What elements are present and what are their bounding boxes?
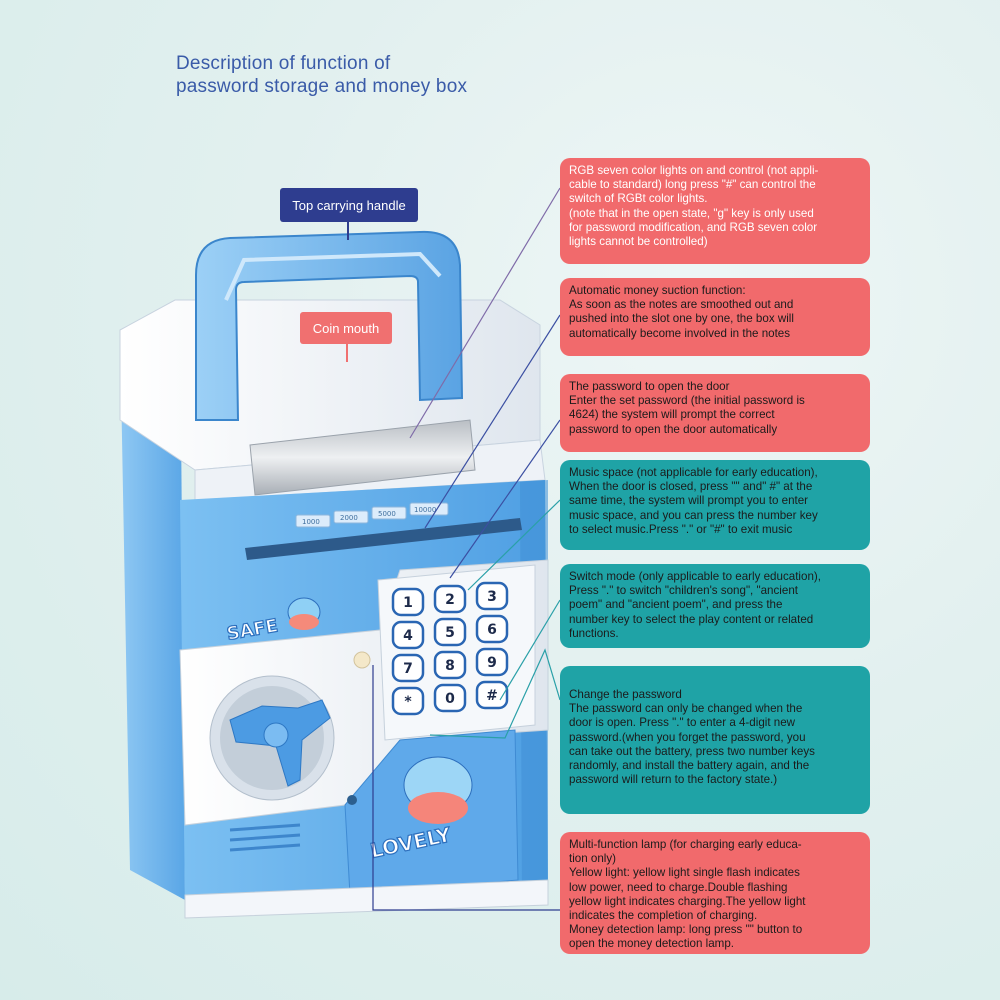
keypad: 1 2 3 4 5 6 7 8 9 * 0 # (391, 581, 509, 716)
denomination-10000: 10000 (414, 506, 436, 514)
keypad-key-label: 9 (487, 655, 497, 671)
keypad-key-label: 4 (403, 628, 413, 644)
callout-switch-mode: Switch mode (only applicable to early ed… (560, 564, 870, 648)
callout-music-space: Music space (not applicable for early ed… (560, 460, 870, 550)
keypad-key-2[interactable] (433, 584, 467, 614)
keypad-key-label: 2 (445, 592, 455, 608)
keypad-key-label: * (404, 694, 412, 710)
callout-money-suction: Automatic money suction function: As soo… (560, 278, 870, 356)
keypad-key-label: 1 (403, 595, 413, 611)
page-title: Description of function of password stor… (176, 52, 576, 98)
denomination-5000: 5000 (378, 510, 396, 518)
bill-slot (245, 518, 522, 560)
callout-open-door-password: The password to open the door Enter the … (560, 374, 870, 452)
status-lamp (353, 651, 371, 669)
keypad-key-label: 0 (445, 691, 455, 707)
keypad-key-label: 6 (487, 622, 497, 638)
keypad-key-8[interactable] (433, 650, 467, 680)
carrying-handle (195, 230, 464, 421)
callout-change-password: Change the password The password can onl… (560, 666, 870, 814)
keypad-key-label: 5 (445, 625, 455, 641)
denomination-2000: 2000 (340, 514, 358, 522)
keypad-key-1[interactable] (391, 587, 425, 617)
keypad-key-0[interactable] (433, 683, 467, 713)
keypad-key-star[interactable] (391, 686, 425, 716)
keypad-key-5[interactable] (433, 617, 467, 647)
keypad-key-hash[interactable] (475, 680, 509, 710)
keypad-key-label: 3 (487, 589, 497, 605)
box-base (184, 879, 549, 919)
keypad-key-4[interactable] (391, 620, 425, 650)
keypad-key-label: 7 (403, 661, 413, 677)
title-line-2: password storage and money box (176, 76, 468, 97)
note-roller (249, 419, 476, 496)
vents (229, 823, 301, 852)
callout-multi-function-lamp: Multi-function lamp (for charging early … (560, 832, 870, 954)
label-top-carrying-handle: Top carrying handle (280, 188, 418, 222)
keypad-key-7[interactable] (391, 653, 425, 683)
keypad-key-6[interactable] (475, 614, 509, 644)
keypad-key-3[interactable] (475, 581, 509, 611)
keypad-key-9[interactable] (475, 647, 509, 677)
keypad-key-label: 8 (445, 658, 455, 674)
title-line-1: Description of function of (176, 53, 391, 74)
callout-rgb-lights: RGB seven color lights on and control (n… (560, 158, 870, 264)
label-coin-mouth: Coin mouth (300, 312, 392, 344)
keypad-key-label: # (486, 688, 498, 704)
denomination-1000: 1000 (302, 518, 320, 526)
